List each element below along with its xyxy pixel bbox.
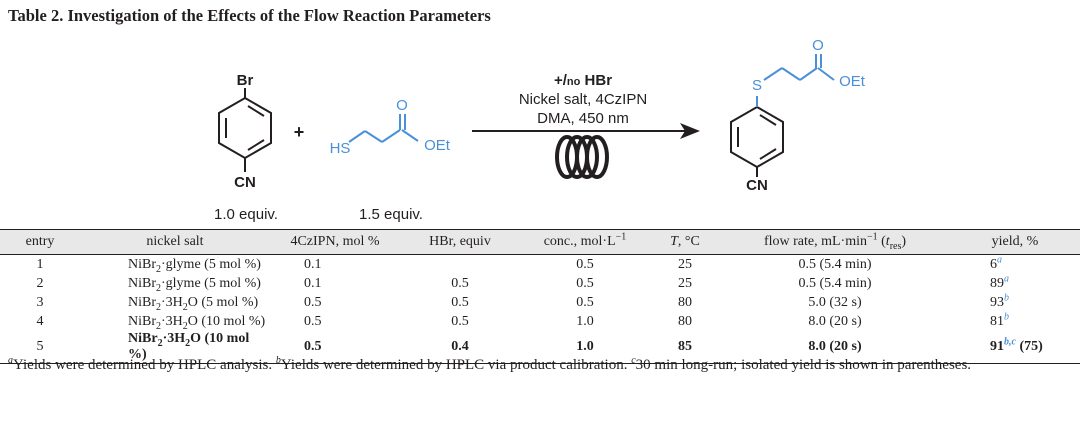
- table-row: 2 NiBr2·glyme (5 mol %) 0.1 0.5 0.5 25 0…: [0, 272, 1080, 294]
- cell-yield: 89a: [990, 272, 1009, 291]
- product-o-label: O: [812, 37, 824, 54]
- cell-catalyst: 0.5: [270, 331, 400, 364]
- cell-nickel-salt: NiBr2·3H2O (10 mol %): [80, 331, 270, 364]
- header-temperature: T, °C: [650, 229, 720, 255]
- table-row: 3 NiBr2·3H2O (5 mol %) 0.5 0.5 0.5 80 5.…: [0, 291, 1080, 313]
- cell-yield: 81b: [990, 310, 1009, 329]
- footnote-c: 30 min long-run; isolated yield is shown…: [635, 357, 972, 373]
- cell-entry: 4: [36, 313, 44, 329]
- cell-nickel-salt: NiBr2·glyme (5 mol %): [128, 275, 261, 294]
- cell-concentration: 0.5: [576, 275, 594, 291]
- thiol-structure: [348, 114, 419, 143]
- cell-entry: 1: [36, 256, 44, 272]
- thiol-o-label: O: [396, 97, 408, 114]
- footnote-a-mark: a: [8, 355, 13, 366]
- header-nickel-salt: nickel salt: [80, 229, 270, 255]
- cyano-label-product: CN: [746, 177, 768, 194]
- thiol-oet-label: OEt: [424, 137, 451, 154]
- header-entry: entry: [0, 229, 80, 255]
- cell-catalyst: 0.5: [304, 313, 322, 329]
- header-catalyst: 4CzIPN, mol %: [270, 229, 400, 255]
- reaction-arrow: [472, 123, 700, 139]
- footnote-c-mark: c: [631, 355, 636, 366]
- table-row: 4 NiBr2·3H2O (10 mol %) 0.5 0.5 1.0 80 8…: [0, 310, 1080, 332]
- cell-flow-rate: 5.0 (32 s): [808, 294, 862, 310]
- condition-hbr: +/no HBr: [554, 72, 612, 89]
- cell-concentration: 0.5: [576, 256, 594, 272]
- table-title: Table 2. Investigation of the Effects of…: [8, 6, 491, 25]
- cell-yield: 93b: [990, 291, 1009, 310]
- reaction-scheme: Br CN 1.0 equiv. + HS O OEt 1.5 equiv. +…: [214, 37, 866, 223]
- product-structure: [730, 54, 835, 177]
- cell-entry: 5: [0, 331, 80, 364]
- product-s-label: S: [752, 77, 762, 94]
- footnote-a: Yields were determined by HPLC analysis.: [13, 357, 276, 373]
- condition-catalysts: Nickel salt, 4CzIPN: [519, 91, 647, 108]
- results-table: entry nickel salt 4CzIPN, mol % HBr, equ…: [0, 229, 1080, 364]
- cell-concentration: 1.0: [520, 331, 650, 364]
- cell-nickel-salt: NiBr2·3H2O (5 mol %): [128, 294, 259, 313]
- bromo-label: Br: [237, 72, 254, 89]
- aryl-bromide-structure: [218, 88, 272, 172]
- cell-hbr: 0.5: [451, 294, 469, 310]
- footnote-b: Yields were determined by HPLC via produ…: [280, 357, 632, 373]
- cell-catalyst: 0.1: [304, 275, 322, 291]
- thiol-hs-label: HS: [330, 140, 351, 157]
- flow-coil-icon: [555, 135, 609, 179]
- cell-nickel-salt: NiBr2·glyme (5 mol %): [128, 256, 261, 275]
- cell-entry: 3: [36, 294, 44, 310]
- header-hbr: HBr, equiv: [400, 229, 520, 255]
- cell-temperature: 80: [678, 313, 692, 329]
- table-footnotes: aYields were determined by HPLC analysis…: [8, 354, 1076, 376]
- cell-temperature: 85: [650, 331, 720, 364]
- cell-nickel-salt: NiBr2·3H2O (10 mol %): [128, 313, 266, 332]
- plus-sign: +: [294, 122, 305, 142]
- cell-catalyst: 0.5: [304, 294, 322, 310]
- table-header-row: entry nickel salt 4CzIPN, mol % HBr, equ…: [0, 229, 1080, 255]
- cyano-label-reactant: CN: [234, 174, 256, 191]
- equiv-thiol: 1.5 equiv.: [359, 206, 423, 223]
- footnote-b-mark: b: [275, 355, 281, 366]
- cell-hbr: 0.4: [400, 331, 520, 364]
- cell-flow-rate: 8.0 (20 s): [720, 331, 950, 364]
- cell-temperature: 25: [678, 275, 692, 291]
- cell-concentration: 0.5: [576, 294, 594, 310]
- table-row: 1 NiBr2·glyme (5 mol %) 0.1 0.5 25 0.5 (…: [0, 253, 1080, 275]
- header-concentration: conc., mol·L−1: [520, 229, 650, 255]
- cell-temperature: 25: [678, 256, 692, 272]
- cell-entry: 2: [36, 275, 44, 291]
- table-row: 5 NiBr2·3H2O (10 mol %) 0.5 0.4 1.0 85 8…: [0, 331, 1080, 364]
- header-flow-rate: flow rate, mL·min−1 (tres): [720, 229, 950, 255]
- cell-catalyst: 0.1: [304, 256, 322, 272]
- equiv-aryl: 1.0 equiv.: [214, 206, 278, 223]
- condition-solvent-light: DMA, 450 nm: [537, 110, 629, 127]
- cell-temperature: 80: [678, 294, 692, 310]
- cell-flow-rate: 0.5 (5.4 min): [798, 275, 872, 291]
- header-yield: yield, %: [950, 229, 1080, 255]
- cell-hbr: [400, 255, 520, 275]
- cell-hbr: 0.5: [451, 313, 469, 329]
- cell-flow-rate: 0.5 (5.4 min): [798, 256, 872, 272]
- cell-hbr: 0.5: [451, 275, 469, 291]
- product-oet-label: OEt: [839, 73, 866, 90]
- cell-flow-rate: 8.0 (20 s): [808, 313, 862, 329]
- cell-concentration: 1.0: [576, 313, 594, 329]
- cell-yield: 6a: [990, 253, 1002, 272]
- cell-yield: 91b,c (75): [950, 331, 1080, 364]
